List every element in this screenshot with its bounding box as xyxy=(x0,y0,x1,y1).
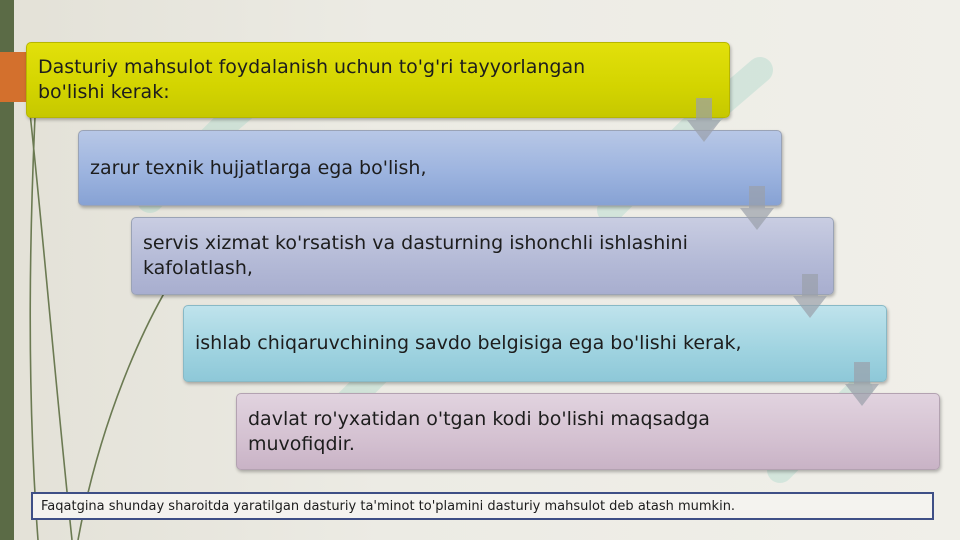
footer-text: Faqatgina shunday sharoitda yaratilgan d… xyxy=(41,498,736,514)
step-box-3: servis xizmat ko'rsatish va dasturning i… xyxy=(131,217,834,295)
down-arrow-icon xyxy=(793,274,827,318)
step-box-5: davlat ro'yxatidan o'tgan kodi bo'lishi … xyxy=(236,393,940,470)
step-text-3: servis xizmat ko'rsatish va dasturning i… xyxy=(143,232,688,279)
footer-note: Faqatgina shunday sharoitda yaratilgan d… xyxy=(31,492,934,520)
step-box-1: Dasturiy mahsulot foydalanish uchun to'g… xyxy=(26,42,730,118)
step-text-2: zarur texnik hujjatlarga ega bo'lish, xyxy=(90,156,427,179)
step-box-2: zarur texnik hujjatlarga ega bo'lish, xyxy=(78,130,782,206)
step-box-4: ishlab chiqaruvchining savdo belgisiga e… xyxy=(183,305,887,382)
step-text-4: ishlab chiqaruvchining savdo belgisiga e… xyxy=(195,332,742,354)
step-text-5: davlat ro'yxatidan o'tgan kodi bo'lishi … xyxy=(248,407,710,455)
left-accent-bar xyxy=(0,0,14,540)
down-arrow-icon xyxy=(740,186,774,230)
orange-accent-tab xyxy=(0,52,26,102)
step-text-1: Dasturiy mahsulot foydalanish uchun to'g… xyxy=(38,56,586,103)
down-arrow-icon xyxy=(687,98,721,142)
down-arrow-icon xyxy=(845,362,879,406)
